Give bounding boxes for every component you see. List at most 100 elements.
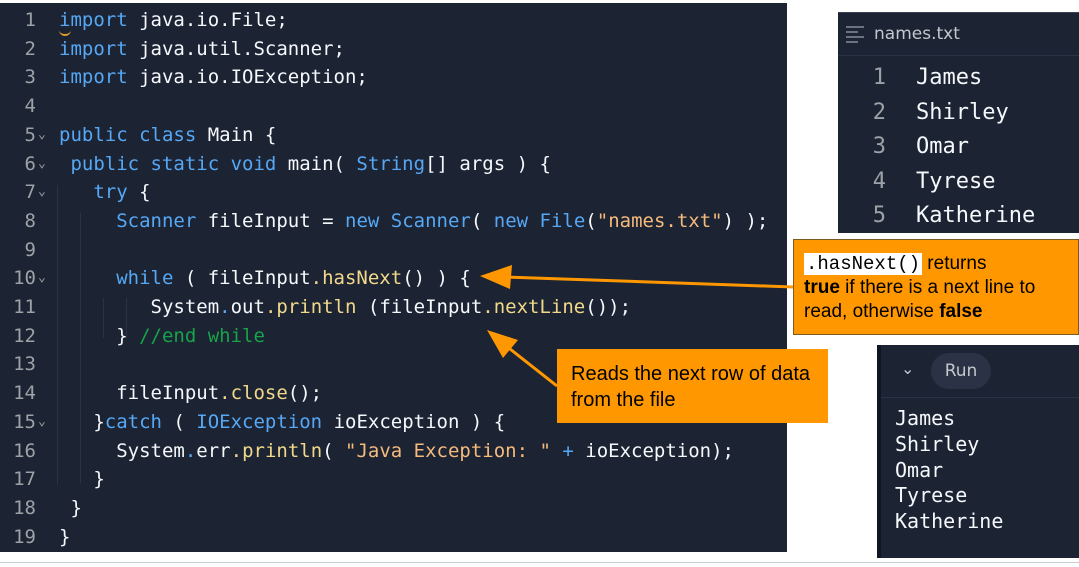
- line-number: 18: [13, 496, 36, 519]
- line-number: 4: [872, 168, 886, 194]
- line-number: 9: [24, 238, 36, 261]
- code-token: public static void: [59, 152, 277, 175]
- code-token: Scanner: [390, 209, 471, 232]
- code-token: "names.txt": [596, 209, 723, 232]
- code-text: public class Main {: [59, 121, 276, 149]
- callout-hasnext: .hasNext() returns true if there is a ne…: [793, 239, 1079, 335]
- code-token: System: [59, 296, 220, 318]
- menu-lines-icon[interactable]: [846, 26, 864, 43]
- code-token: }: [59, 496, 82, 519]
- arrow-to-nextline: [487, 330, 558, 388]
- code-token: (: [322, 439, 346, 462]
- console-output-line: Omar: [895, 457, 944, 482]
- code-text: fileInput.close();: [59, 379, 322, 407]
- line-number: 13: [13, 353, 36, 376]
- code-token: public class: [59, 123, 197, 146]
- code-token: (: [470, 209, 494, 232]
- code-token: ( fileInput: [173, 267, 311, 290]
- line-number: 2: [24, 37, 36, 60]
- fold-chevron-icon[interactable]: ⌄: [38, 155, 46, 171]
- code-token: main(: [276, 152, 357, 175]
- code-token: java.util.Scanner;: [127, 37, 345, 60]
- code-token: }: [59, 410, 105, 433]
- code-text: System.err.println( "Java Exception: " +…: [59, 437, 734, 465]
- code-text: while ( fileInput.hasNext() ) {: [59, 264, 471, 292]
- line-number: 12: [13, 324, 36, 347]
- code-token: }: [59, 525, 71, 548]
- code-token: .nextLine: [482, 296, 586, 318]
- fold-chevron-icon[interactable]: ⌄: [38, 184, 46, 200]
- code-text: try {: [59, 178, 151, 206]
- file-line-text: Omar: [916, 134, 969, 159]
- line-number: 6: [24, 152, 36, 175]
- file-line-text: Katherine: [916, 203, 1036, 228]
- file-line-text: Shirley: [916, 99, 1009, 125]
- code-token: "Java Exception: ": [345, 439, 551, 462]
- code-text: import java.io.IOException;: [59, 63, 368, 91]
- run-button[interactable]: Run: [931, 353, 991, 389]
- code-token: .hasNext: [310, 267, 403, 290]
- code-token: ioException);: [573, 439, 734, 462]
- code-token: File: [539, 209, 586, 232]
- fold-chevron-icon[interactable]: ⌄: [38, 270, 46, 286]
- code-token: +: [562, 439, 574, 462]
- chevron-down-icon[interactable]: ⌄: [901, 359, 915, 378]
- code-token: .close: [219, 382, 288, 405]
- line-number: 7: [24, 181, 36, 204]
- code-token: fileInput =: [196, 209, 345, 232]
- code-token: import: [59, 66, 128, 89]
- fold-chevron-icon[interactable]: ⌄: [38, 413, 46, 429]
- code-token: String: [356, 152, 426, 175]
- code-token: fileInput: [59, 382, 220, 405]
- code-token: while: [59, 267, 174, 290]
- code-text: public static void main( String[] args )…: [59, 150, 550, 178]
- file-line-text: James: [916, 65, 983, 90]
- callout-nextline: Reads the next row of data from the file: [557, 349, 828, 423]
- callout-code: .hasNext(): [804, 253, 923, 275]
- code-token: }: [59, 324, 140, 347]
- code-token: err: [196, 439, 231, 462]
- indent-guide: [57, 185, 58, 485]
- code-token: java.io.IOException;: [127, 66, 368, 89]
- arrow-to-hasnext: [480, 265, 794, 289]
- line-number: 2: [872, 99, 886, 125]
- code-text: } //end while: [59, 322, 265, 350]
- code-text: }: [59, 465, 104, 493]
- code-token: ) );: [722, 209, 769, 232]
- code-token: .println: [264, 296, 357, 318]
- code-token: catch: [104, 410, 162, 433]
- line-number: 11: [13, 296, 36, 318]
- line-number: 14: [13, 382, 36, 405]
- file-panel-header: names.txt: [838, 13, 1079, 56]
- callout-bold-false: false: [939, 301, 983, 322]
- line-number: 17: [13, 468, 36, 491]
- line-number: 3: [24, 66, 36, 89]
- lint-warning-squiggle: [59, 30, 71, 36]
- callout-text: returns: [922, 253, 987, 274]
- code-text: }catch ( IOException ioException ) {: [59, 408, 505, 436]
- indent-guide: [80, 443, 81, 483]
- line-number: 4: [24, 95, 36, 118]
- line-number: 1: [872, 65, 886, 90]
- code-token: java.io.File;: [127, 9, 288, 31]
- line-number: 16: [13, 439, 36, 462]
- fold-chevron-icon[interactable]: ⌄: [38, 126, 46, 142]
- code-token: out: [230, 296, 265, 318]
- code-token: {: [127, 181, 151, 204]
- code-token: .println: [230, 439, 323, 462]
- callout-text: if there is a next line to read, otherwi…: [804, 277, 1036, 322]
- code-token: IOException: [196, 410, 323, 433]
- code-token: () ) {: [402, 267, 471, 290]
- line-number: 10: [13, 267, 36, 290]
- indent-guide: [80, 213, 81, 457]
- code-token: Main {: [196, 123, 277, 146]
- line-number: 5: [872, 203, 886, 228]
- line-number: 3: [872, 134, 886, 159]
- code-token: Scanner: [59, 209, 197, 232]
- callout-bold-true: true: [804, 277, 840, 298]
- code-token: import: [59, 37, 128, 60]
